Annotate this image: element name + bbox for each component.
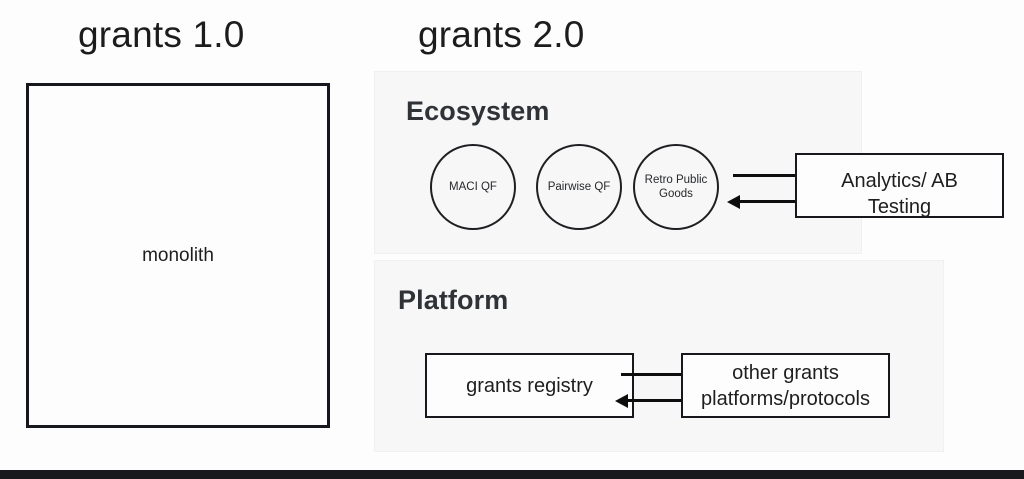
ecosystem-arrow-left-head — [727, 195, 740, 209]
page-title-grants-2: grants 2.0 — [418, 14, 585, 55]
ecosystem-arrow-right-line — [733, 174, 807, 177]
other-grants-platforms-label-line1: other grants — [732, 361, 839, 384]
node-retro-public-goods-label-line2: Goods — [659, 188, 693, 200]
ecosystem-heading: Ecosystem — [406, 96, 550, 126]
node-maci-qf-label: MACI QF — [449, 180, 497, 193]
other-grants-platforms-label-line2: platforms/protocols — [701, 387, 870, 410]
platform-arrow-left-line — [621, 399, 695, 402]
other-grants-platforms-box[interactable]: other grants platforms/protocols — [681, 353, 890, 418]
analytics-ab-testing-label-line2: Testing — [867, 195, 932, 218]
monolith-label: monolith — [142, 244, 214, 266]
platform-heading: Platform — [398, 285, 509, 315]
page-title-grants-1: grants 1.0 — [78, 14, 245, 55]
grants-registry-box[interactable]: grants registry — [425, 353, 634, 418]
ecosystem-arrow-left-line — [733, 200, 807, 203]
bottom-strip — [0, 470, 1024, 479]
node-pairwise-qf-label: Pairwise QF — [547, 180, 611, 193]
analytics-ab-testing-label-line1: Analytics/ AB — [841, 169, 958, 192]
analytics-ab-testing-label: Analytics/ AB Testing — [841, 168, 958, 218]
platform-arrow-right-line — [621, 373, 695, 376]
node-retro-public-goods-label-line1: Retro Public — [644, 173, 708, 186]
grants-registry-label: grants registry — [466, 374, 593, 397]
node-pairwise-qf[interactable]: Pairwise QF — [536, 144, 622, 230]
platform-arrow-left-head — [615, 394, 628, 408]
other-grants-platforms-label: other grants platforms/protocols — [701, 360, 870, 412]
monolith-box: monolith — [26, 83, 330, 428]
analytics-ab-testing-box[interactable]: Analytics/ AB Testing — [795, 153, 1004, 218]
node-maci-qf[interactable]: MACI QF — [430, 144, 516, 230]
